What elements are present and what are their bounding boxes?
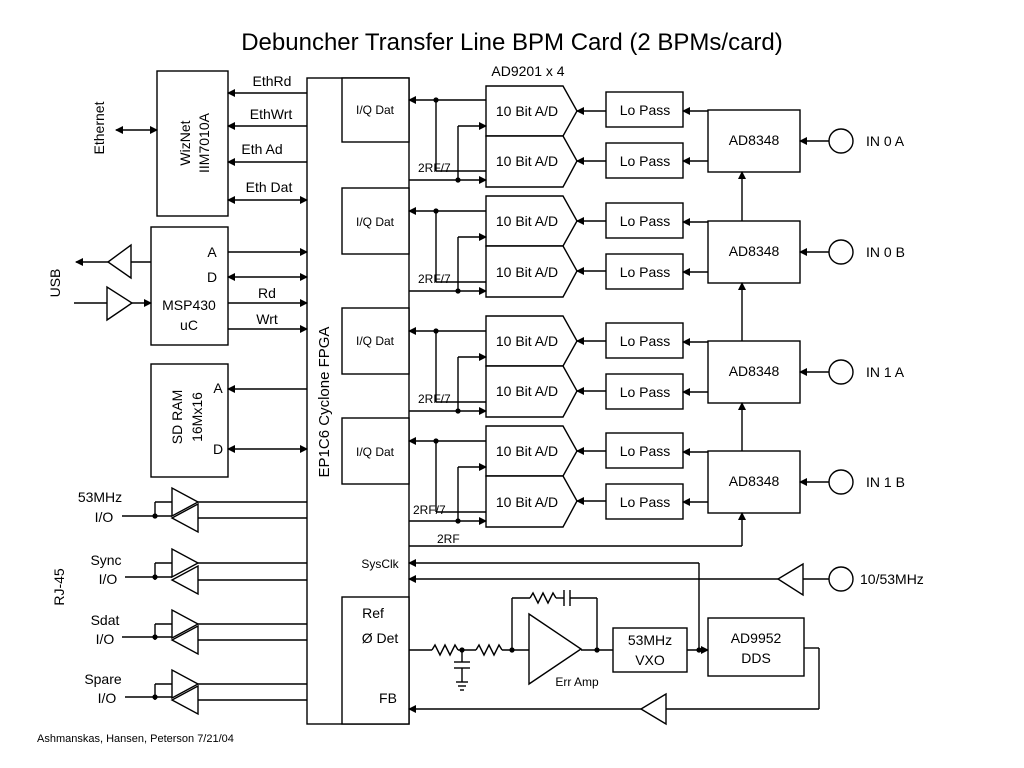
lopass-label: Lo Pass bbox=[620, 384, 671, 400]
adc-label: 10 Bit A/D bbox=[496, 333, 558, 349]
iq-dat-label: I/Q Dat bbox=[356, 445, 395, 459]
input-label: IN 1 B bbox=[866, 474, 905, 490]
io-sync: Sync I/O bbox=[90, 547, 307, 596]
io-suffix: I/O bbox=[99, 571, 118, 587]
sysclk-label: SysClk bbox=[361, 557, 399, 571]
ad8348-label: AD8348 bbox=[729, 243, 780, 259]
rj45-io-section: RJ-45 53MHz I/O Sync I/O Sdat bbox=[51, 486, 307, 716]
rf7-label: 2RF/7 bbox=[418, 392, 451, 406]
msp430-block: A D MSP430 uC Rd Wrt USB bbox=[47, 226, 308, 346]
lopass-label: Lo Pass bbox=[620, 443, 671, 459]
ethernet-label: Ethernet bbox=[91, 101, 107, 154]
lopass-label: Lo Pass bbox=[620, 333, 671, 349]
eth-wrt-label: EthWrt bbox=[250, 106, 293, 122]
err-amp-label: Err Amp bbox=[555, 675, 599, 689]
lopass-label: Lo Pass bbox=[620, 213, 671, 229]
adc-label: 10 Bit A/D bbox=[496, 383, 558, 399]
rf7-label: 2RF/7 bbox=[418, 272, 451, 286]
diagram-title: Debuncher Transfer Line BPM Card (2 BPMs… bbox=[241, 29, 783, 56]
io-53mhz: 53MHz I/O bbox=[78, 486, 307, 534]
iq-dat-label: I/Q Dat bbox=[356, 215, 395, 229]
rf7-label: 2RF/7 bbox=[418, 161, 451, 175]
msp430-name: MSP430 bbox=[162, 297, 216, 313]
sdram-pin-d: D bbox=[213, 441, 223, 457]
io-name: Sync bbox=[90, 552, 121, 568]
io-name: Spare bbox=[84, 671, 122, 687]
wrt-label: Wrt bbox=[256, 311, 278, 327]
msp430-pin-a: A bbox=[207, 244, 217, 260]
input-label: IN 0 B bbox=[866, 244, 905, 260]
eth-dat-label: Eth Dat bbox=[246, 179, 293, 195]
fpga-block: EP1C6 Cyclone FPGA I/Q Dat I/Q Dat I/Q D… bbox=[306, 77, 410, 725]
io-name: Sdat bbox=[91, 612, 120, 628]
vxo-freq: 53MHz bbox=[628, 632, 672, 648]
rj45-label: RJ-45 bbox=[51, 568, 67, 606]
sdram-name: SD RAM bbox=[169, 390, 185, 444]
channel-in0b: 10 Bit A/D 10 Bit A/D Lo Pass Lo Pass AD… bbox=[408, 195, 905, 298]
adc-label: 10 Bit A/D bbox=[496, 494, 558, 510]
channel-in1a: 10 Bit A/D 10 Bit A/D Lo Pass Lo Pass AD… bbox=[408, 315, 905, 418]
iq-dat-label: I/Q Dat bbox=[356, 103, 395, 117]
pll-section: Err Amp 53MHz VXO AD9952 DDS bbox=[408, 590, 820, 726]
sdram-pin-a: A bbox=[213, 380, 223, 396]
iq-dat-label: I/Q Dat bbox=[356, 334, 395, 348]
io-suffix: I/O bbox=[95, 509, 114, 525]
adc-label: 10 Bit A/D bbox=[496, 443, 558, 459]
msp430-uc: uC bbox=[180, 317, 198, 333]
lopass-label: Lo Pass bbox=[620, 264, 671, 280]
adc-label: 10 Bit A/D bbox=[496, 103, 558, 119]
wiznet-name: WizNet bbox=[177, 120, 193, 165]
lopass-label: Lo Pass bbox=[620, 102, 671, 118]
io-sdat: Sdat I/O bbox=[91, 608, 307, 656]
channel-in1b: 10 Bit A/D 10 Bit A/D Lo Pass Lo Pass AD… bbox=[408, 425, 905, 528]
fpga-label: EP1C6 Cyclone FPGA bbox=[316, 327, 333, 478]
io-suffix: I/O bbox=[98, 690, 117, 706]
wiznet-block: WizNet IIM7010A Ethernet EthRd EthWrt Et… bbox=[91, 70, 308, 217]
ref-label: Ref bbox=[362, 605, 384, 621]
dds-part: AD9952 bbox=[731, 630, 782, 646]
ad8348-label: AD8348 bbox=[729, 473, 780, 489]
input-label: IN 0 A bbox=[866, 133, 905, 149]
input-label: IN 1 A bbox=[866, 364, 905, 380]
adc-label: 10 Bit A/D bbox=[496, 153, 558, 169]
msp430-pin-d: D bbox=[207, 269, 217, 285]
io-name: 53MHz bbox=[78, 489, 122, 505]
adc-label: 10 Bit A/D bbox=[496, 213, 558, 229]
rd-label: Rd bbox=[258, 285, 276, 301]
eth-rd-label: EthRd bbox=[253, 73, 292, 89]
io-suffix: I/O bbox=[96, 631, 115, 647]
wiznet-part: IIM7010A bbox=[196, 112, 212, 173]
usb-label: USB bbox=[47, 269, 63, 298]
dds-label: DDS bbox=[741, 650, 771, 666]
eth-ad-label: Eth Ad bbox=[241, 141, 282, 157]
lo-distribution: 2RF bbox=[409, 171, 746, 547]
io-spare: Spare I/O bbox=[84, 668, 307, 716]
fb-label: FB bbox=[379, 690, 397, 706]
ad8348-label: AD8348 bbox=[729, 132, 780, 148]
lopass-label: Lo Pass bbox=[620, 153, 671, 169]
clock-input-label: 10/53MHz bbox=[860, 571, 924, 587]
ad9201-label: AD9201 x 4 bbox=[491, 63, 564, 79]
rf7-label: 2RF/7 bbox=[413, 503, 446, 517]
adc-label: 10 Bit A/D bbox=[496, 264, 558, 280]
ad8348-label: AD8348 bbox=[729, 363, 780, 379]
clock-section: 10/53MHz bbox=[408, 559, 924, 653]
rf2-label: 2RF bbox=[437, 532, 460, 546]
phase-det-label: Ø Det bbox=[362, 630, 399, 646]
footer-credit: Ashmanskas, Hansen, Peterson 7/21/04 bbox=[37, 733, 234, 745]
lopass-label: Lo Pass bbox=[620, 494, 671, 510]
channel-in0a: 10 Bit A/D 10 Bit A/D Lo Pass Lo Pass AD… bbox=[408, 85, 905, 188]
vxo-label: VXO bbox=[635, 652, 665, 668]
sdram-block: SD RAM 16Mx16 A D bbox=[150, 363, 308, 478]
sdram-size: 16Mx16 bbox=[189, 392, 205, 442]
